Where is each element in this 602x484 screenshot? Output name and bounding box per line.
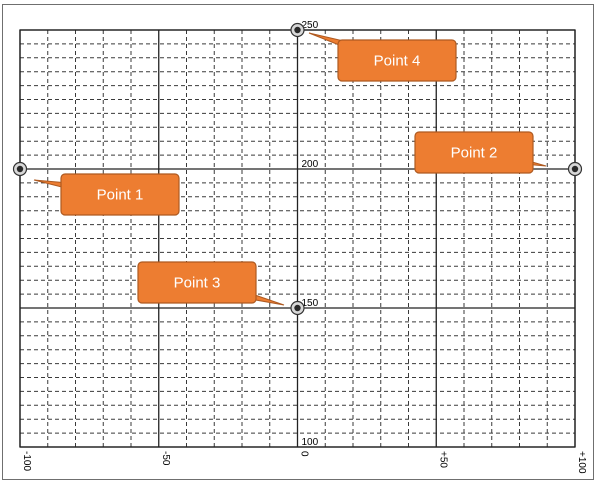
callout-box-fill [139, 263, 255, 302]
point-marker-dot [16, 165, 24, 173]
x-tick-label: -100 [21, 451, 32, 471]
callout-4: Point 4 [308, 32, 457, 82]
point-callouts: Point 1 Point 2 Point 3 Point 4 [33, 32, 547, 306]
callout-box-fill [339, 41, 455, 80]
callout-box-fill [62, 175, 178, 214]
callout-label: Point 2 [451, 145, 498, 162]
point-markers [12, 22, 583, 316]
callout-label: Point 3 [174, 275, 221, 292]
x-tick-label: +50 [437, 451, 448, 468]
x-tick-label: -50 [160, 451, 171, 466]
y-tick-labels: 100 150 200 250 [302, 20, 319, 448]
y-tick-label: 250 [302, 20, 319, 31]
x-tick-labels: -100 -50 0 +50 +100 [21, 451, 587, 474]
point-marker-dot [294, 304, 301, 312]
x-tick-label: +100 [576, 451, 587, 474]
callout-1: Point 1 [33, 173, 180, 216]
y-tick-label: 200 [302, 159, 319, 170]
point-marker-dot [294, 26, 301, 34]
callout-3: Point 3 [137, 261, 285, 306]
callout-label: Point 1 [97, 187, 144, 204]
point-marker-dot [571, 165, 579, 173]
callout-box-fill [416, 133, 532, 172]
callout-2: Point 2 [414, 131, 547, 174]
y-tick-label: 100 [302, 437, 319, 448]
callout-label: Point 4 [374, 53, 421, 70]
y-tick-label: 150 [302, 298, 319, 309]
x-tick-label: 0 [299, 451, 310, 457]
